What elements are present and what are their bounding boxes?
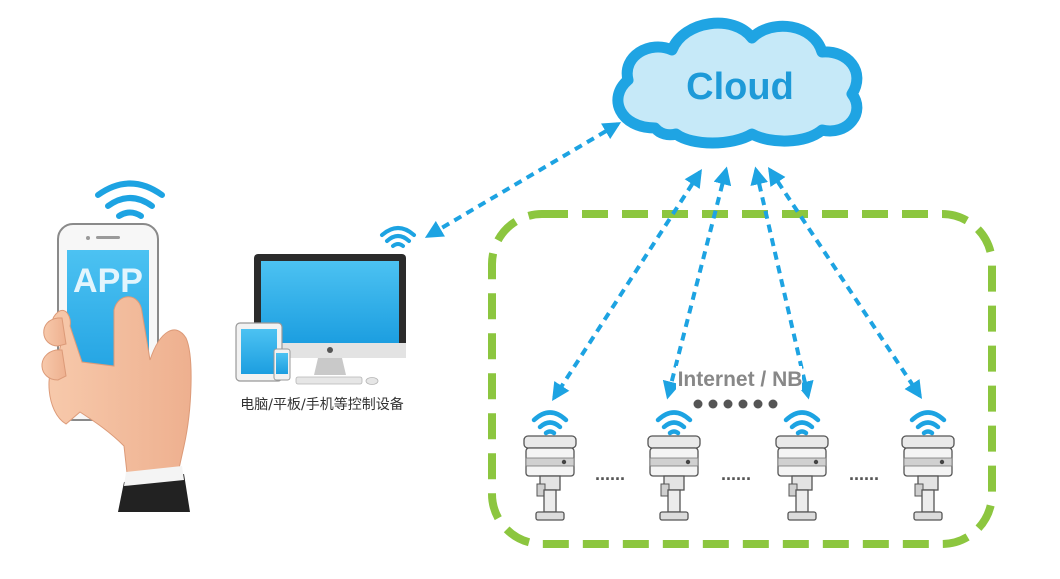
keyboard — [295, 376, 363, 385]
cloud-label: Cloud — [686, 66, 794, 108]
link-cloud-camera-3 — [750, 166, 814, 400]
device-group-border — [488, 210, 996, 548]
camera-2 — [647, 410, 701, 521]
camera-body — [647, 435, 701, 521]
camera-body — [901, 435, 955, 521]
camera-wifi-icon — [531, 410, 569, 436]
phone-wifi-icon — [95, 180, 165, 219]
tablet — [235, 322, 283, 382]
cloud-shape — [612, 17, 863, 149]
small-phone — [273, 348, 291, 381]
finger-left-2 — [41, 349, 67, 381]
shirt-cuff — [124, 466, 184, 486]
phone-app-label: APP — [73, 262, 143, 300]
camera-separator-1: ...... — [595, 464, 625, 484]
hand-with-phone: APP — [41, 180, 192, 512]
mouse — [365, 377, 379, 385]
connection-links — [424, 122, 922, 402]
camera-body — [775, 435, 829, 521]
camera-wifi-icon — [655, 410, 693, 436]
network-label-group: Internet / NB — [676, 366, 802, 409]
camera-3 — [775, 410, 829, 521]
camera-wifi-icon — [783, 410, 821, 436]
finger-left-1 — [43, 317, 67, 347]
camera-1 — [523, 410, 577, 521]
hand — [48, 296, 192, 483]
control-devices-caption: 电脑/平板/手机等控制设备 — [240, 396, 403, 413]
link-cloud-camera-4 — [768, 167, 922, 399]
ellipsis-dots — [693, 399, 778, 409]
camera-separator-3: ...... — [849, 464, 879, 484]
cameras — [523, 410, 955, 521]
camera-body — [523, 435, 577, 521]
cloud: Cloud — [612, 17, 863, 149]
desktop-monitor — [254, 254, 406, 375]
camera-wifi-icon — [909, 410, 947, 436]
camera-separators: .................. — [595, 464, 879, 484]
camera-4 — [901, 410, 955, 521]
link-cloud-computer — [424, 122, 622, 238]
control-devices: 电脑/平板/手机等控制设备 — [235, 226, 416, 413]
network-label: Internet / NB — [678, 368, 803, 391]
link-cloud-camera-2 — [662, 166, 732, 400]
computer-wifi-icon — [380, 226, 416, 248]
camera-separator-2: ...... — [721, 464, 751, 484]
